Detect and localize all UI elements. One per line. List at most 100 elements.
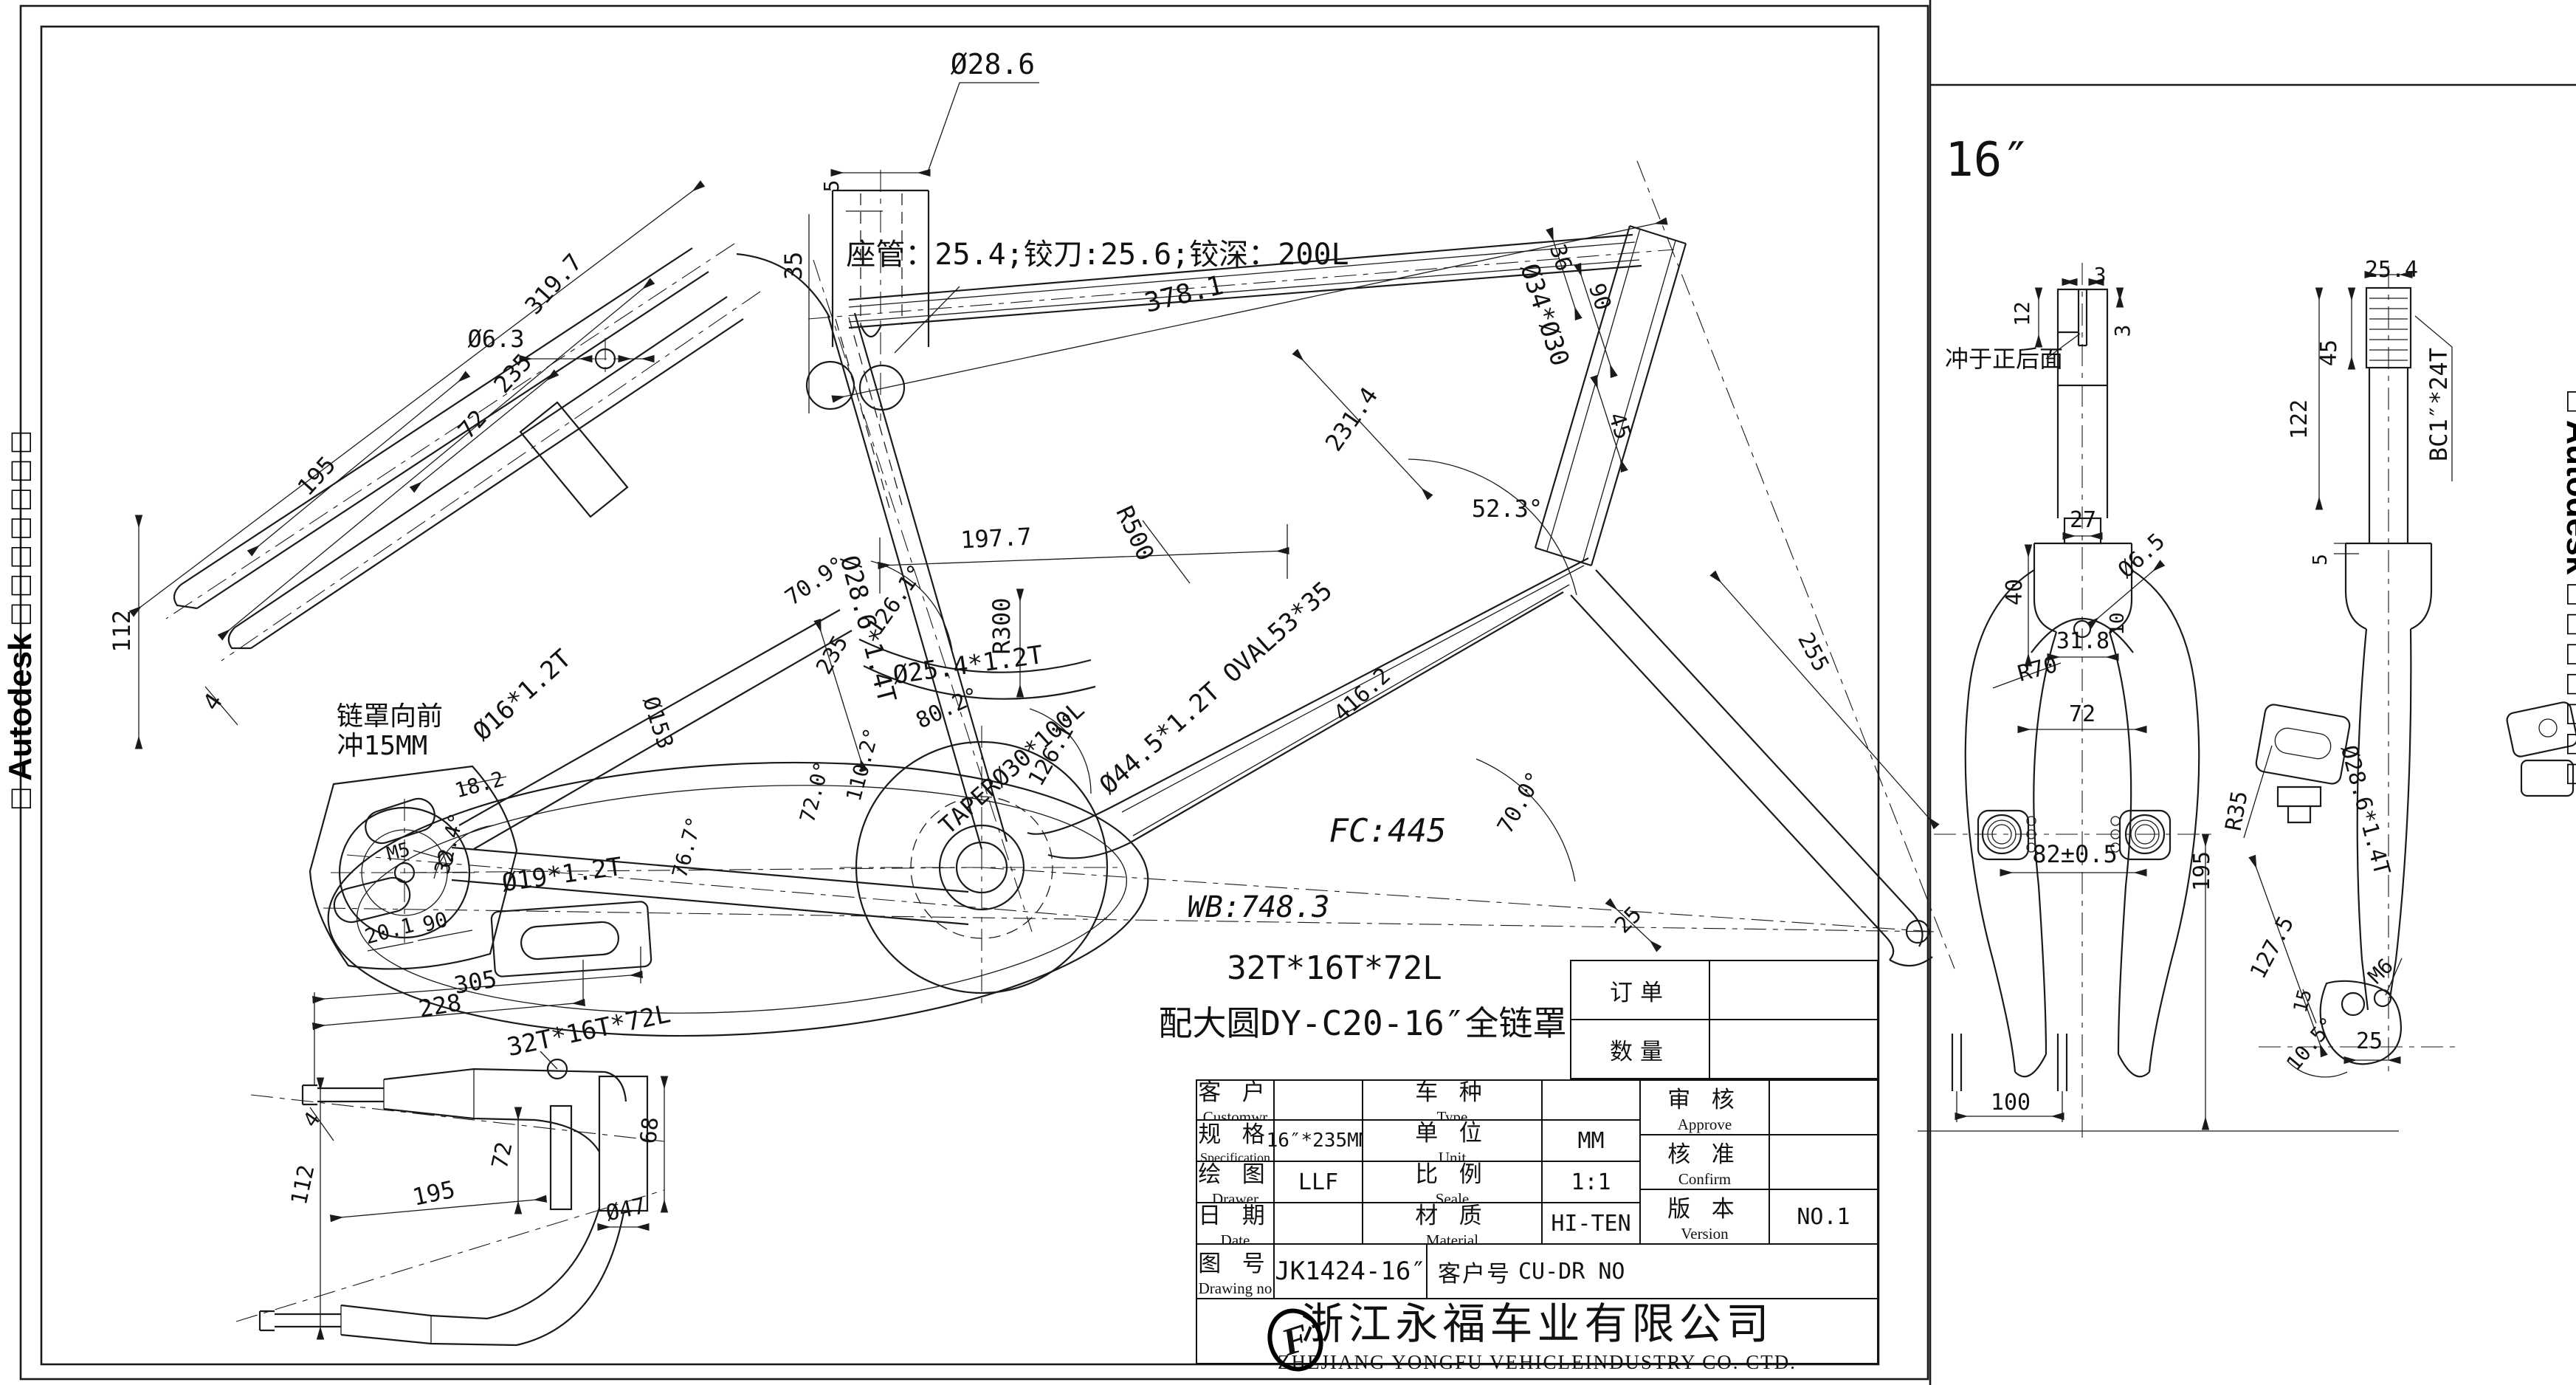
- company-logo-letter: F: [1276, 1316, 1315, 1364]
- customer-no-value: CU-DR NO: [1518, 1258, 1625, 1285]
- dim-label-39: M5: [385, 839, 413, 866]
- spec-label: 规 格: [1198, 1121, 1272, 1147]
- dim-label-16: 52.3°: [1472, 495, 1543, 523]
- dim-label-12: Ø34*Ø30: [1514, 260, 1574, 370]
- version-value: NO.1: [1797, 1203, 1850, 1230]
- approve-label-en: Approve: [1677, 1116, 1732, 1133]
- dim-label-86: 25: [2356, 1028, 2383, 1054]
- dimension-labels: 319.723519572Ø6.31124座管：25.4;铰刀:25.6;铰深：…: [108, 48, 2453, 1226]
- dim-label-19: 197.7: [960, 523, 1032, 554]
- dim-label-44: FC:445: [1329, 812, 1447, 850]
- confirm-label: 核 准: [1667, 1141, 1742, 1167]
- dim-label-71: 72: [2069, 701, 2095, 727]
- dim-label-49: 112: [286, 1163, 320, 1207]
- dim-label-62: 12: [2010, 301, 2034, 326]
- dim-label-0: 319.7: [519, 248, 588, 320]
- dim-label-80: BC1″*24T: [2425, 348, 2453, 461]
- dim-label-33: 76.7°: [667, 814, 707, 881]
- spec-value: 16″*235MM: [1266, 1130, 1371, 1152]
- dim-label-2: 195: [292, 450, 341, 501]
- watermark: □ Autodesk □ □ □ □ □ □ □ □ Autodesk □ □ …: [2, 391, 2576, 808]
- dim-label-55: 68: [636, 1116, 664, 1145]
- customer-label: 客 户: [1198, 1079, 1272, 1105]
- dim-label-59: 配大圆DY-C20-16″全链罩: [1159, 1003, 1567, 1043]
- dim-label-69: 31.8: [2056, 628, 2110, 654]
- dim-label-43: 90: [420, 907, 450, 938]
- company-row: F 浙江永福车业有限公司 ZHEJIANG YONGFU VEHICLEINDU…: [1196, 1298, 1878, 1379]
- dim-label-82: Ø28.6*1.4T: [2335, 743, 2395, 879]
- confirm-label-en: Confirm: [1678, 1170, 1732, 1188]
- material-label: 材 质: [1415, 1203, 1490, 1228]
- dim-label-25: Ø25.4*1.2T: [891, 640, 1044, 690]
- watermark-right: □ Autodesk □ □ □ □ □ □ □: [2560, 391, 2576, 785]
- dim-label-41: Ø153: [637, 693, 678, 752]
- order-block: 订单 数量: [1570, 960, 1878, 1079]
- dim-label-11: 378.1: [1142, 270, 1227, 319]
- dim-label-10: 5: [819, 180, 844, 193]
- dim-label-36: Ø16*1.2T: [467, 644, 576, 746]
- dim-label-76: 127.5: [2245, 912, 2299, 983]
- dim-label-26: 80.2°: [912, 682, 984, 734]
- dim-label-5: 112: [108, 610, 136, 653]
- dim-label-15: 45: [1603, 409, 1636, 442]
- chainstay-plan-view: [235, 946, 669, 1347]
- dim-label-65: 27: [2070, 507, 2096, 533]
- dim-label-85: 10.5°: [2281, 1012, 2340, 1076]
- dim-label-37: 18.2: [452, 766, 507, 803]
- dim-label-24: 235: [811, 631, 853, 678]
- dim-label-78: 45: [2316, 340, 2342, 366]
- drawer-label: 绘 图: [1198, 1161, 1272, 1187]
- fork-front-view: [1918, 263, 2399, 1141]
- drawer-value: LLF: [1298, 1169, 1339, 1195]
- company-name-zh: 浙江永福车业有限公司: [1301, 1299, 1774, 1348]
- unit-value: MM: [1577, 1127, 1605, 1154]
- dim-label-31: 72.0°: [795, 759, 835, 825]
- dim-label-56: Ø47: [604, 1193, 648, 1227]
- dim-label-68: 10: [2107, 612, 2129, 635]
- dim-label-9: 35: [779, 252, 807, 281]
- dim-label-27: Ø44.5*1.2T OVAL53*35: [1094, 576, 1338, 800]
- dim-label-6: 4: [197, 688, 228, 716]
- dim-label-34: 链罩向前: [337, 701, 443, 732]
- dim-label-14: 90: [1583, 280, 1616, 313]
- quantity-label: 数量: [1610, 1038, 1670, 1065]
- dim-label-17: 231.4: [1320, 382, 1383, 456]
- fork-side-view: [2243, 266, 2576, 1078]
- dim-label-48: 255: [1792, 628, 1833, 676]
- dim-label-3: 72: [452, 405, 492, 444]
- material-value: HI-TEN: [1551, 1210, 1631, 1237]
- dim-label-63: 3: [2110, 325, 2135, 337]
- dim-label-45: 70.0°: [1492, 767, 1548, 838]
- version-label: 版 本: [1667, 1196, 1742, 1222]
- dim-label-79: 122: [2287, 399, 2312, 439]
- dim-label-53: 195: [410, 1175, 457, 1212]
- dim-label-84: 15: [2290, 987, 2317, 1015]
- dim-label-52: 305: [452, 964, 499, 999]
- dim-label-50: 4: [298, 1107, 326, 1132]
- dim-label-74: 100: [1991, 1090, 2031, 1116]
- type-label: 车 种: [1415, 1079, 1490, 1105]
- dim-label-54: 72: [487, 1140, 518, 1172]
- version-label-en: Version: [1681, 1225, 1729, 1243]
- drawing-no-label: 图 号: [1198, 1251, 1272, 1276]
- dim-label-66: 40: [2002, 579, 2028, 605]
- dim-label-40: Ø19*1.2T: [500, 852, 624, 898]
- dim-label-23: 70.9°: [781, 551, 850, 611]
- dim-label-75: R35: [2221, 789, 2253, 833]
- dim-label-77: 25.4: [2365, 257, 2418, 283]
- dim-label-64: 冲于正后面: [1945, 345, 2063, 373]
- dim-label-81: 5: [2310, 554, 2332, 566]
- dim-label-58: 32T*16T*72L: [1227, 949, 1442, 987]
- watermark-left: □ Autodesk □ □ □ □ □ □ □: [2, 432, 38, 808]
- customer-no-label: 客户号: [1438, 1260, 1511, 1287]
- dim-label-72: 82±0.5: [2032, 840, 2118, 868]
- drawing-no-label-en: Drawing no: [1198, 1279, 1272, 1297]
- dim-label-20: R300: [988, 597, 1016, 654]
- date-label: 日 期: [1198, 1203, 1272, 1228]
- dim-label-8: Ø28.6: [951, 48, 1035, 80]
- scale-label: 比 例: [1415, 1161, 1490, 1187]
- dim-label-67: Ø6.5: [2113, 529, 2170, 583]
